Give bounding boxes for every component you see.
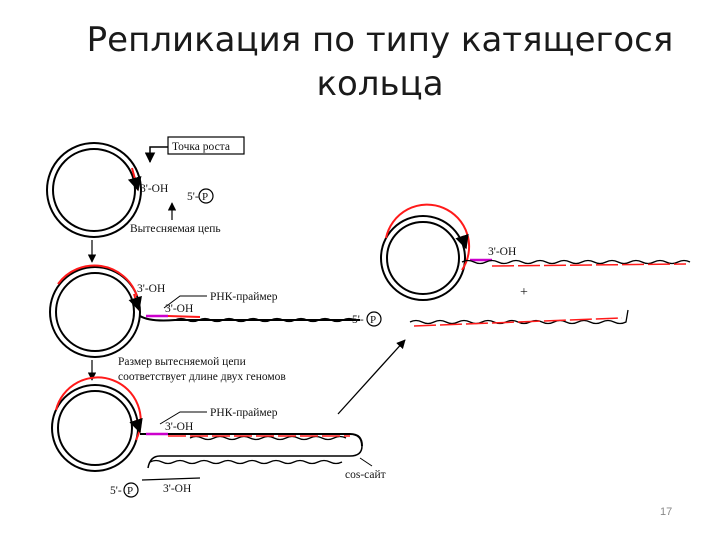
upper-tail-3-wavy <box>189 435 347 441</box>
circle-1-inner <box>52 148 136 232</box>
displaced-tail-2 <box>139 315 360 322</box>
displaced-tail-2-wavy <box>174 317 356 323</box>
new-dna-arc-4 <box>385 203 471 271</box>
cos-site-label: cos-сайт <box>345 469 386 481</box>
phosphate-letter-1: P <box>202 191 208 203</box>
right-tail-top <box>461 259 691 265</box>
nick-arrow-2 <box>128 293 142 312</box>
lower-strand-3 <box>149 459 343 465</box>
circle-4-inner <box>386 221 460 295</box>
growth-point-box <box>167 136 245 155</box>
size-note-line-1: Размер вытесняемой цепи <box>118 356 246 368</box>
growth-point-label: Точка роста <box>172 141 230 153</box>
nick-arrow-3 <box>129 417 143 434</box>
phosphate-circle-1 <box>198 188 214 204</box>
primer-pointer-3 <box>159 411 207 425</box>
oh3-label-2a: 3'-OH <box>137 283 165 295</box>
lower-end-strand-3 <box>141 477 201 481</box>
tail-bend-3 <box>147 445 363 469</box>
circle-3-outer <box>51 384 139 472</box>
new-strand-segment-2 <box>167 315 201 318</box>
nick-arrow-4 <box>455 233 469 250</box>
oh3-label-1: 3'-OH <box>140 183 168 195</box>
cos-pointer <box>359 457 373 467</box>
circle-2-outer <box>49 266 141 358</box>
circle-4-outer <box>380 215 466 301</box>
step-2: 3'-OH РНК-праймер 3'-OH 5'- P <box>49 264 382 358</box>
new-dna-arc-2 <box>57 264 138 297</box>
p5-label-2: 5'- <box>352 314 364 326</box>
displaced-strand-label: Вытесняемая цепь <box>130 223 221 235</box>
product-right: 3'-OH + <box>380 203 691 327</box>
right-strand-bottom-red <box>413 317 623 327</box>
phosphate-circle-2 <box>366 311 382 327</box>
step-1: Точка роста 3'-OH 5'- P Вытесняемая цепь <box>46 136 245 238</box>
slide-title: Репликация по типу катящегося кольца <box>60 18 700 106</box>
phosphate-circle-3 <box>123 482 139 498</box>
nick-arrow-1 <box>127 167 142 192</box>
p5-label-3: 5'- <box>110 485 122 497</box>
phosphate-letter-2: P <box>370 314 376 326</box>
page-number: 17 <box>660 506 673 518</box>
title-line-1: Репликация по типу катящегося <box>86 20 674 60</box>
circle-2-inner <box>55 272 135 352</box>
right-tail-top-red <box>491 263 687 267</box>
step-3: РНК-праймер 3'-OH cos-сайт 5'- P 3'-OH <box>51 376 386 498</box>
circle-1-outer <box>46 142 142 238</box>
oh3-label-4: 3'-OH <box>488 246 516 258</box>
rna-primer-label-2: РНК-праймер <box>210 291 278 303</box>
oh3-label-3a: 3'-OH <box>165 421 193 433</box>
upper-tail-3 <box>140 433 363 447</box>
growth-point-pointer <box>144 146 168 164</box>
oh3-label-3b: 3'-OH <box>163 483 191 495</box>
oh3-label-2b: 3'-OH <box>165 303 193 315</box>
plus-sign: + <box>520 285 528 300</box>
primer-pointer-2 <box>163 295 207 309</box>
transition-arrow <box>337 339 406 415</box>
p5-label-1: 5'- <box>187 191 199 203</box>
circle-3-inner <box>57 390 133 466</box>
title-line-2: кольца <box>316 64 444 104</box>
size-note-line-2: соответствует длине двух геномов <box>118 371 286 383</box>
rna-primer-label-3: РНК-праймер <box>210 407 278 419</box>
new-dna-arc-3 <box>55 376 142 441</box>
phosphate-letter-3: P <box>127 485 133 497</box>
